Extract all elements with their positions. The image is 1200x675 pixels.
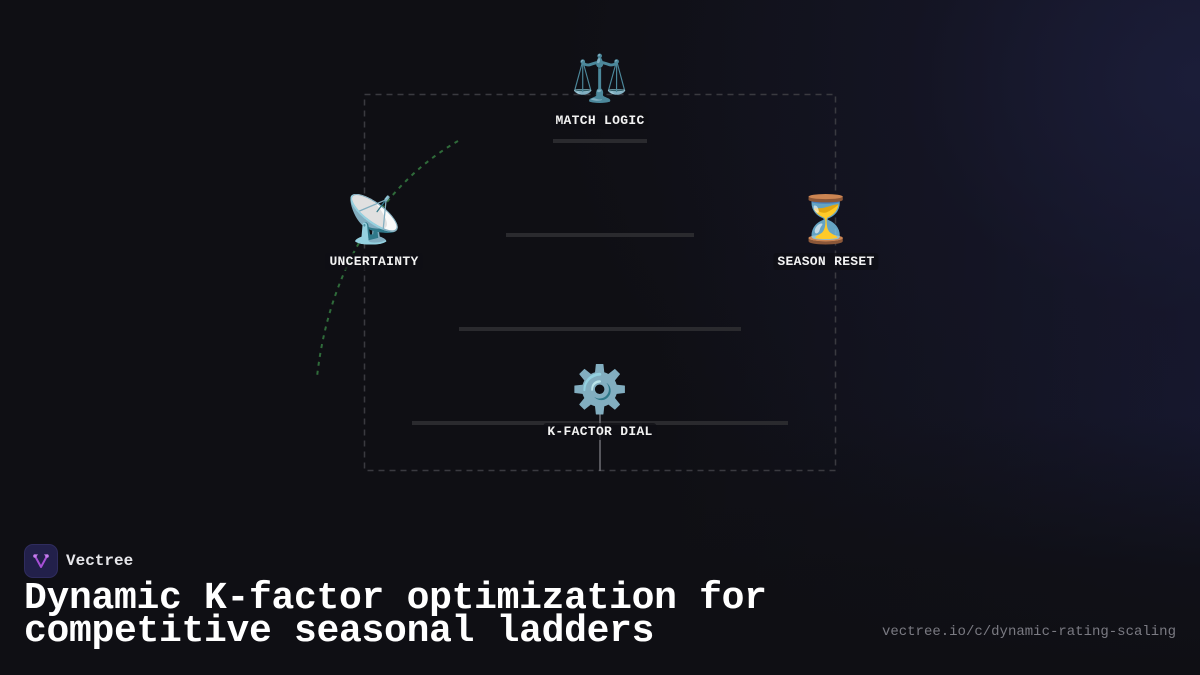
node-k-factor-dial: ⚙️ K-FACTOR DIAL [543, 361, 657, 440]
node-uncertainty: 📡 UNCERTAINTY [325, 191, 423, 270]
source-url: vectree.io/c/dynamic-rating-scaling [881, 624, 1176, 640]
uncertainty-arc [316, 140, 459, 378]
brand: Vectree [24, 544, 133, 578]
node-label: MATCH LOGIC [551, 112, 649, 129]
balance-scale-icon: ⚖️ [571, 51, 629, 105]
brand-name: Vectree [66, 552, 134, 570]
node-label: SEASON RESET [773, 253, 879, 270]
tier-bar-2 [506, 233, 694, 237]
hourglass-icon: ⏳ [797, 192, 855, 246]
tier-bar-3 [459, 327, 741, 331]
gear-icon: ⚙️ [571, 362, 629, 416]
page-title: Dynamic K-factor optimization for compet… [24, 577, 767, 653]
node-season-reset: ⏳ SEASON RESET [773, 191, 879, 270]
vectree-logo-icon [24, 544, 58, 578]
node-label: K-FACTOR DIAL [543, 423, 657, 440]
node-match-logic: ⚖️ MATCH LOGIC [551, 50, 649, 129]
node-label: UNCERTAINTY [325, 253, 423, 270]
tier-bar-1 [553, 139, 647, 143]
satellite-dish-icon: 📡 [345, 192, 403, 246]
